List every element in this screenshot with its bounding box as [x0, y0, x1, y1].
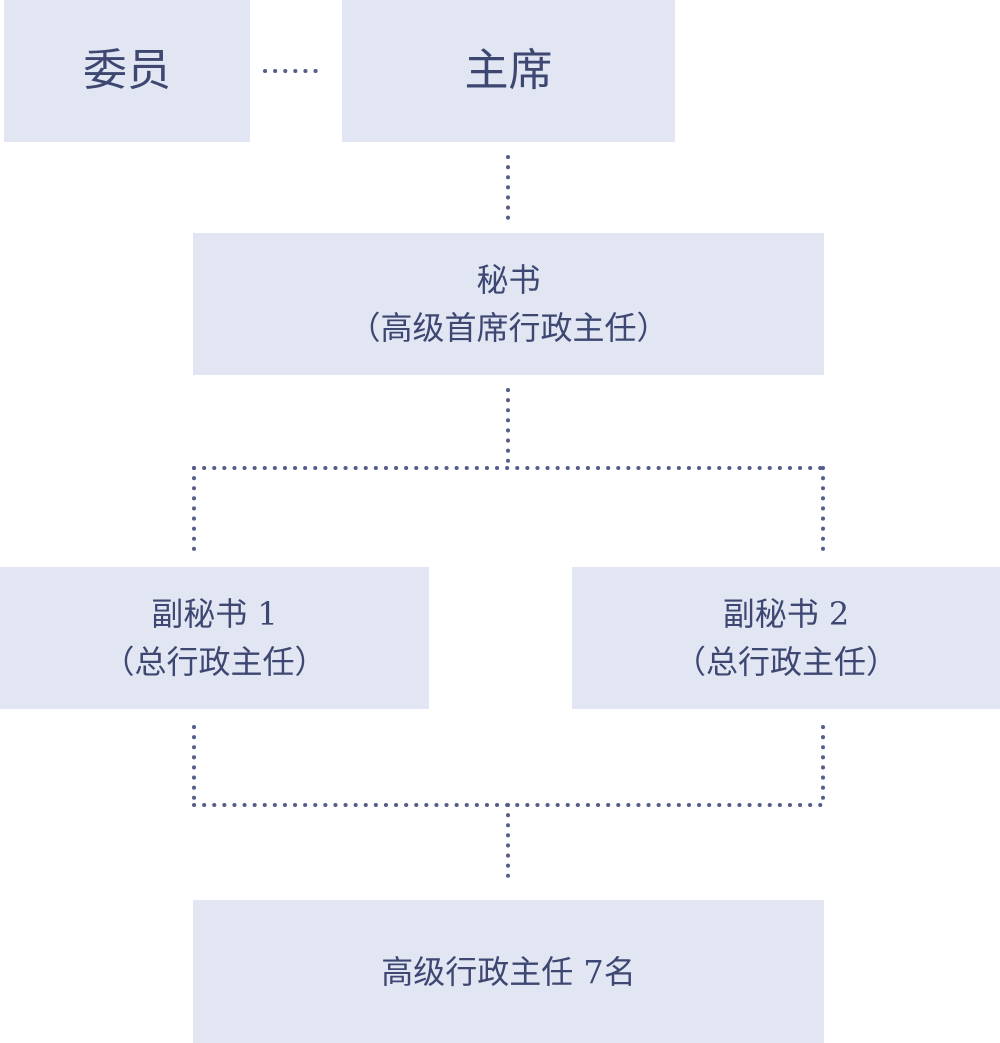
deputy-secretary-2-box: 副秘书 2 （总行政主任）	[572, 567, 1000, 709]
deputy-secretary-1-sublabel: （总行政主任）	[102, 643, 327, 681]
secretary-box: 秘书 （高级首席行政主任）	[193, 233, 824, 375]
senior-officers-label: 高级行政主任 7名	[381, 952, 636, 991]
secretary-label: 秘书	[476, 261, 541, 299]
member-box: 委员	[4, 0, 250, 142]
member-label: 委员	[83, 45, 171, 96]
chairman-label: 主席	[464, 45, 553, 96]
deputy-secretary-2-label: 副秘书 2	[722, 595, 850, 633]
deputy-secretary-2-sublabel: （总行政主任）	[673, 643, 898, 681]
deputy-secretary-1-label: 副秘书 1	[151, 595, 278, 633]
chairman-box: 主席	[342, 0, 675, 142]
senior-officers-box: 高级行政主任 7名	[193, 900, 824, 1043]
deputy-secretary-1-box: 副秘书 1 （总行政主任）	[0, 567, 429, 709]
secretary-sublabel: （高级首席行政主任）	[348, 309, 669, 347]
